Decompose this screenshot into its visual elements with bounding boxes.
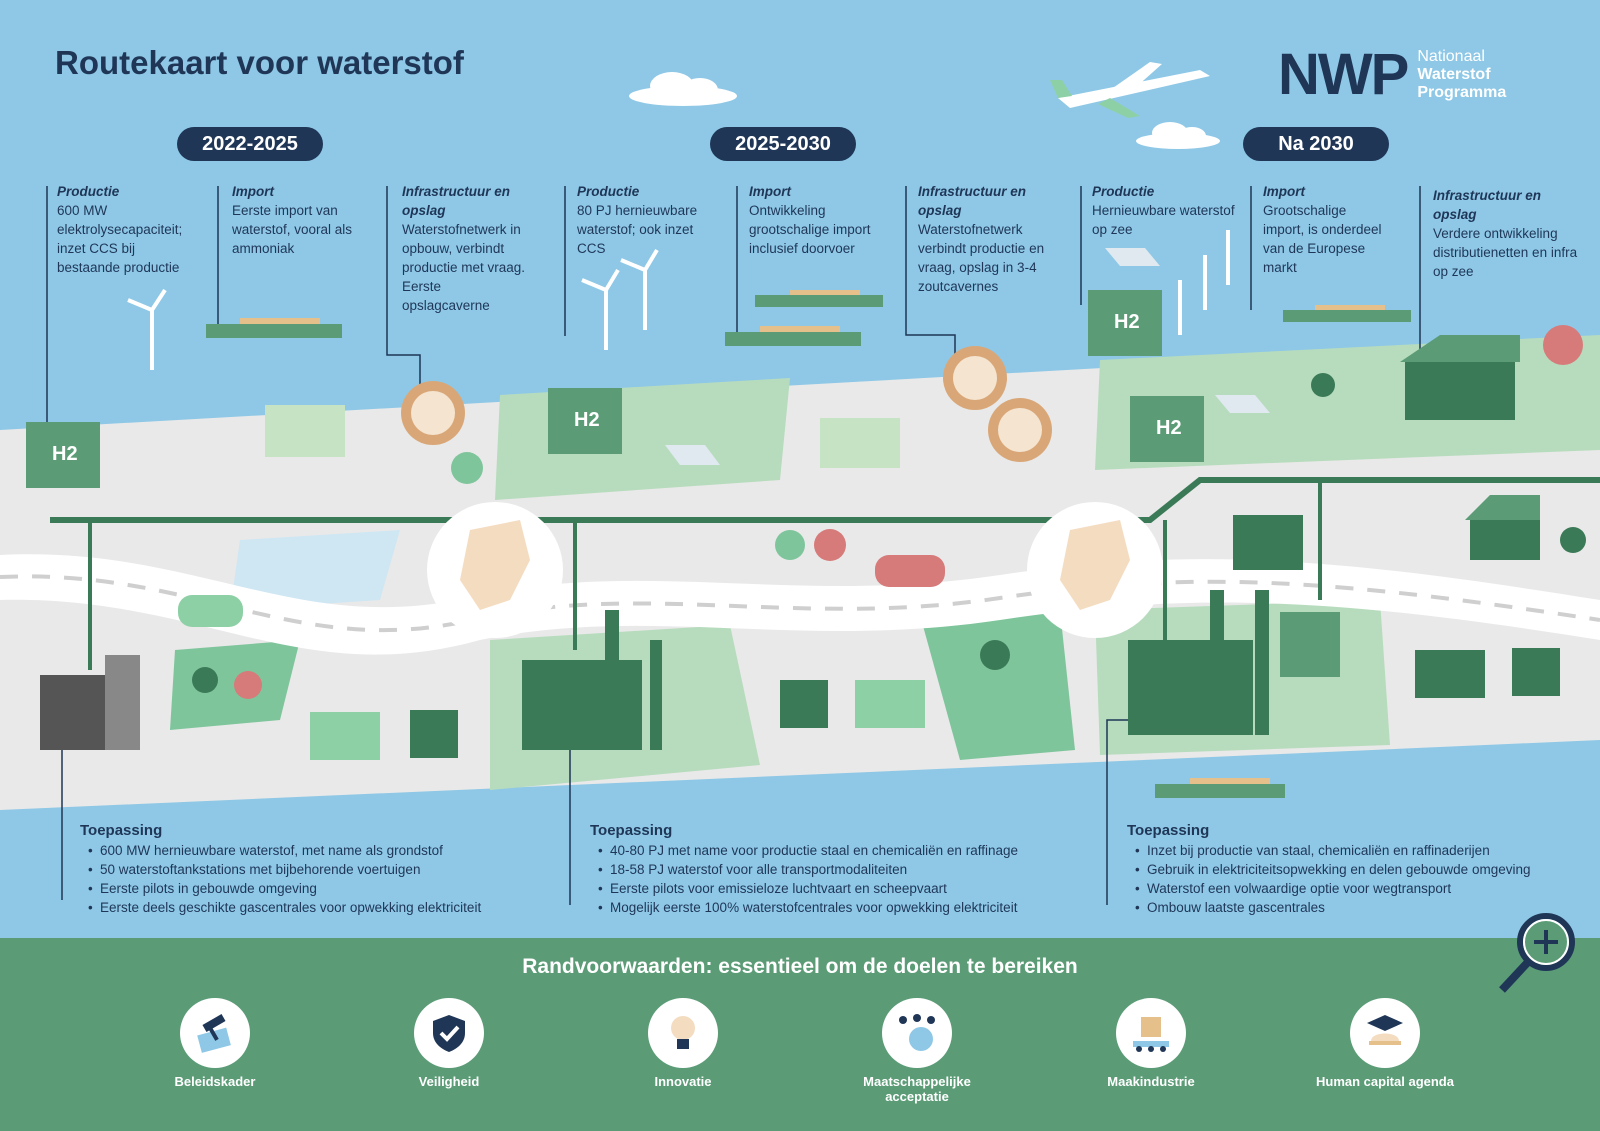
productie-block-1: Productie 600 MW elektrolysecapaciteit; … <box>57 184 183 275</box>
wind-turbine-icon <box>127 230 1230 370</box>
tree-icon <box>192 325 1586 699</box>
period-label-2: 2025-2030 <box>710 127 856 161</box>
road <box>0 554 1600 655</box>
randvoorwaarden-band <box>0 938 1600 1131</box>
ship-icon <box>206 290 1411 798</box>
h2-label: H2 <box>574 409 600 431</box>
list-item: 18-58 PJ waterstof voor alle transportmo… <box>598 860 1018 879</box>
import-block-1: Import Eerste import van waterstof, voor… <box>232 184 353 256</box>
h2-label: H2 <box>52 443 78 465</box>
solar-panel-icon <box>665 248 1270 465</box>
import-block-3: Import Grootschalige import, is onderdee… <box>1263 184 1382 275</box>
conveyor-box-icon <box>1116 998 1186 1068</box>
h2-label: H2 <box>1156 417 1182 439</box>
airplane-icon <box>1050 62 1210 118</box>
randvoorwaarden-title: Randvoorwaarden: essentieel om de doelen… <box>522 955 1078 978</box>
cloud-icon <box>1136 122 1220 149</box>
list-item: Ombouw laatste gascentrales <box>1135 898 1530 917</box>
green-parcel-1 <box>495 378 790 500</box>
import-block-2: Import Ontwikkeling grootschalige import… <box>749 184 871 256</box>
list-item: Eerste pilots voor emissieloze luchtvaar… <box>598 879 1018 898</box>
h2-label: H2 <box>1114 311 1140 333</box>
water-patch <box>230 530 400 610</box>
logo-mark: NWP <box>1278 42 1409 107</box>
house-icon <box>1400 335 1540 560</box>
road-markings <box>0 574 1600 633</box>
toepassing-block-3: Toepassing Inzet bij productie van staal… <box>1125 822 1530 917</box>
infra-block-1: Infrastructuur en opslag Waterstofnetwer… <box>402 184 526 313</box>
shield-check-icon <box>414 998 484 1068</box>
terminal-building <box>820 418 900 468</box>
productie-block-2: Productie 80 PJ hernieuwbare waterstof; … <box>577 184 698 256</box>
list-item: 50 waterstoftankstations met bijbehorend… <box>88 860 481 879</box>
list-item: Eerste pilots in gebouwde omgeving <box>88 879 481 898</box>
toepassing-block-1: Toepassing 600 MW hernieuwbare waterstof… <box>78 822 481 917</box>
list-item: Eerste deels geschikte gascentrales voor… <box>88 898 481 917</box>
period-label-3: Na 2030 <box>1243 127 1389 161</box>
storage-cavern-icon <box>401 346 1052 462</box>
infra-block-2: Infrastructuur en opslag Waterstofnetwer… <box>918 184 1045 294</box>
condition-human-capital-agenda: Human capital agenda <box>1305 998 1465 1089</box>
list-item: 600 MW hernieuwbare waterstof, met name … <box>88 841 481 860</box>
condition-veiligheid: Veiligheid <box>369 998 529 1089</box>
infra-block-3: Infrastructuur en opslag Verdere ontwikk… <box>1433 188 1578 279</box>
green-parcel-4 <box>920 610 1075 760</box>
list-item: Waterstof een volwaardige optie voor weg… <box>1135 879 1530 898</box>
lightbulb-icon <box>648 998 718 1068</box>
condition-maatschappelijke-acceptatie: Maatschappelijke acceptatie <box>837 998 997 1104</box>
vehicle-icon <box>178 515 1560 760</box>
list-item: 40-80 PJ met name voor productie staal e… <box>598 841 1018 860</box>
zoom-in-icon[interactable] <box>1494 910 1584 1005</box>
h2-electrolyser <box>26 290 1204 488</box>
factory-icon <box>40 590 1340 750</box>
productie-block-3: Productie Hernieuwbare waterstof op zee <box>1092 184 1235 237</box>
hydrogen-pipeline <box>50 477 1600 523</box>
condition-beleidskader: Beleidskader <box>135 998 295 1089</box>
graduation-helmet-icon <box>1350 998 1420 1068</box>
list-item: Gebruik in elektriciteitsopwekking en de… <box>1135 860 1530 879</box>
nwp-logo: NWP Nationaal Waterstof Programma <box>1278 46 1506 104</box>
logo-text: Nationaal Waterstof Programma <box>1417 48 1507 101</box>
period-label-1: 2022-2025 <box>177 127 323 161</box>
page-title: Routekaart voor waterstof <box>55 44 464 81</box>
toepassing-block-2: Toepassing 40-80 PJ met name voor produc… <box>588 822 1018 917</box>
list-item: Inzet bij productie van staal, chemicali… <box>1135 841 1530 860</box>
list-item: Mogelijk eerste 100% waterstofcentrales … <box>598 898 1018 917</box>
condition-maakindustrie: Maakindustrie <box>1071 998 1231 1089</box>
cloud-icon <box>629 72 737 106</box>
gavel-icon <box>180 998 250 1068</box>
people-h2-icon <box>882 998 952 1068</box>
condition-innovatie: Innovatie <box>603 998 763 1089</box>
terminal-building <box>265 405 345 457</box>
